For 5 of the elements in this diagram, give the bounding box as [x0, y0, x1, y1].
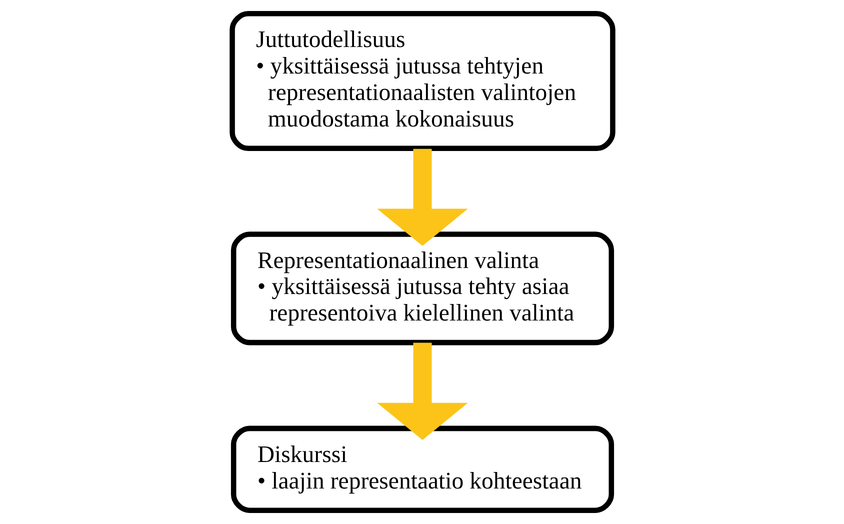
arrow	[376, 148, 468, 246]
node-box: Juttutodellisuus • yksittäisessä jutussa tehtyjen representationaalisten valintojen muodostama kokonaisuus	[229, 11, 615, 152]
node-box: Representationaalinen valinta • yksittäisessä jutussa tehty asiaa representoiva kielellinen valinta	[230, 232, 614, 346]
node-box: Diskurssi • laajin representaatio kohteestaan	[230, 426, 614, 513]
arrow	[376, 342, 468, 440]
